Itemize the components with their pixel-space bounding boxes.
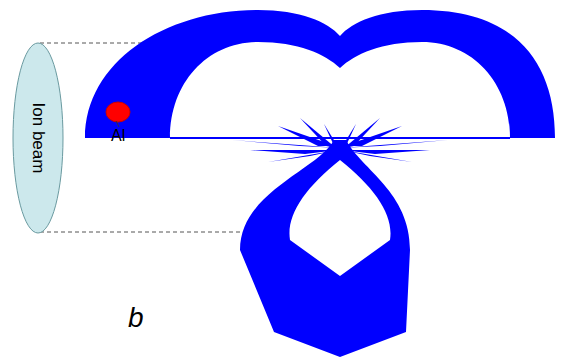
spike-flares (232, 118, 448, 162)
beam-ellipse: Ion beam (12, 42, 64, 234)
beam-label: Ion beam (28, 103, 48, 174)
base-line (170, 137, 510, 139)
al-inclusion (106, 102, 130, 122)
leader-line (116, 121, 119, 127)
material-label: Al (111, 127, 125, 145)
dome-shape (85, 10, 555, 138)
lower-shape (240, 140, 410, 357)
dashed-line (40, 232, 245, 233)
panel-letter: b (128, 302, 144, 334)
